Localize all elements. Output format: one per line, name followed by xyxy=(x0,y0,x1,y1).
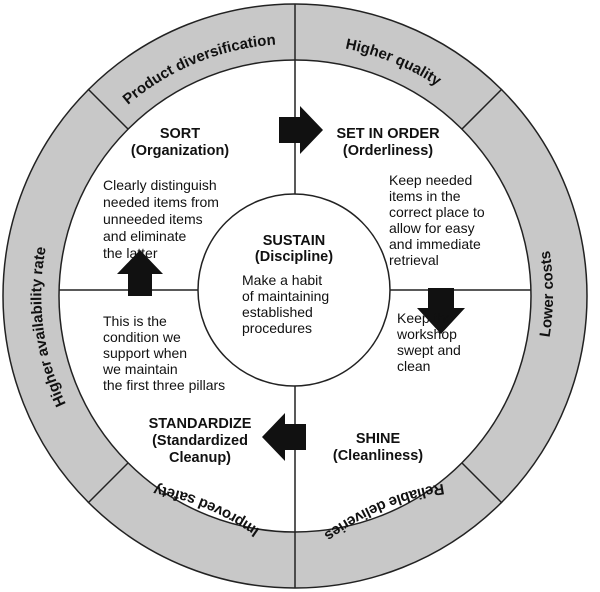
arrow-right-icon xyxy=(279,106,323,154)
sort-subtitle: (Organization) xyxy=(131,143,229,159)
shine-line: clean xyxy=(397,358,430,374)
sustain-line: established xyxy=(242,304,313,320)
standardize-subtitle: (Standardized xyxy=(152,433,248,449)
sustain-line: of maintaining xyxy=(242,288,329,304)
sustain-title: SUSTAIN xyxy=(263,233,326,249)
shine-line: workshop xyxy=(396,326,457,342)
pillar-sort: SORT (Organization) Clearly distinguish … xyxy=(103,126,229,261)
sustain-line: procedures xyxy=(242,320,312,336)
standardize-line: the first three pillars xyxy=(103,377,225,393)
standardize-line: we maintain xyxy=(102,361,178,377)
standardize-title: STANDARDIZE xyxy=(149,416,252,432)
sustain-line: Make a habit xyxy=(242,272,322,288)
shine-subtitle: (Cleanliness) xyxy=(333,448,423,464)
pillar-sustain: SUSTAIN (Discipline) Make a habit of mai… xyxy=(242,233,333,336)
center-circle xyxy=(197,193,391,387)
set-in-order-subtitle: (Orderliness) xyxy=(343,143,433,159)
sort-line: unneeded items xyxy=(103,211,203,227)
arrow-left-icon xyxy=(262,413,306,461)
ring-dividers xyxy=(87,4,503,588)
set-in-order-line: correct place to xyxy=(389,204,485,220)
shine-line: swept and xyxy=(397,342,461,358)
set-in-order-line: Keep needed xyxy=(389,172,472,188)
arrow-up-icon xyxy=(117,250,163,296)
sort-line: needed items from xyxy=(103,194,219,210)
standardize-line: support when xyxy=(103,345,187,361)
sort-line: and eliminate xyxy=(103,228,186,244)
pillar-shine: Keep the workshop swept and clean SHINE … xyxy=(333,310,461,464)
standardize-line: condition we xyxy=(103,329,181,345)
set-in-order-line: and immediate xyxy=(389,236,481,252)
sort-title: SORT xyxy=(160,126,200,142)
shine-title: SHINE xyxy=(356,431,401,447)
set-in-order-line: allow for easy xyxy=(389,220,475,236)
set-in-order-title: SET IN ORDER xyxy=(336,126,440,142)
set-in-order-line: retrieval xyxy=(389,252,439,268)
standardize-subtitle-2: Cleanup) xyxy=(169,450,231,466)
shine-line: Keep the xyxy=(397,310,453,326)
sort-line: Clearly distinguish xyxy=(103,177,217,193)
standardize-line: This is the xyxy=(103,313,167,329)
pillar-standardize: This is the condition we support when we… xyxy=(102,313,252,466)
set-in-order-line: items in the xyxy=(389,188,461,204)
sort-line: the latter xyxy=(103,245,158,261)
ring-label-lower-costs: Lower costs xyxy=(537,250,557,338)
sustain-subtitle: (Discipline) xyxy=(255,249,333,265)
arrow-down-icon xyxy=(417,288,465,334)
pillar-set-in-order: SET IN ORDER (Orderliness) Keep needed i… xyxy=(336,126,484,268)
